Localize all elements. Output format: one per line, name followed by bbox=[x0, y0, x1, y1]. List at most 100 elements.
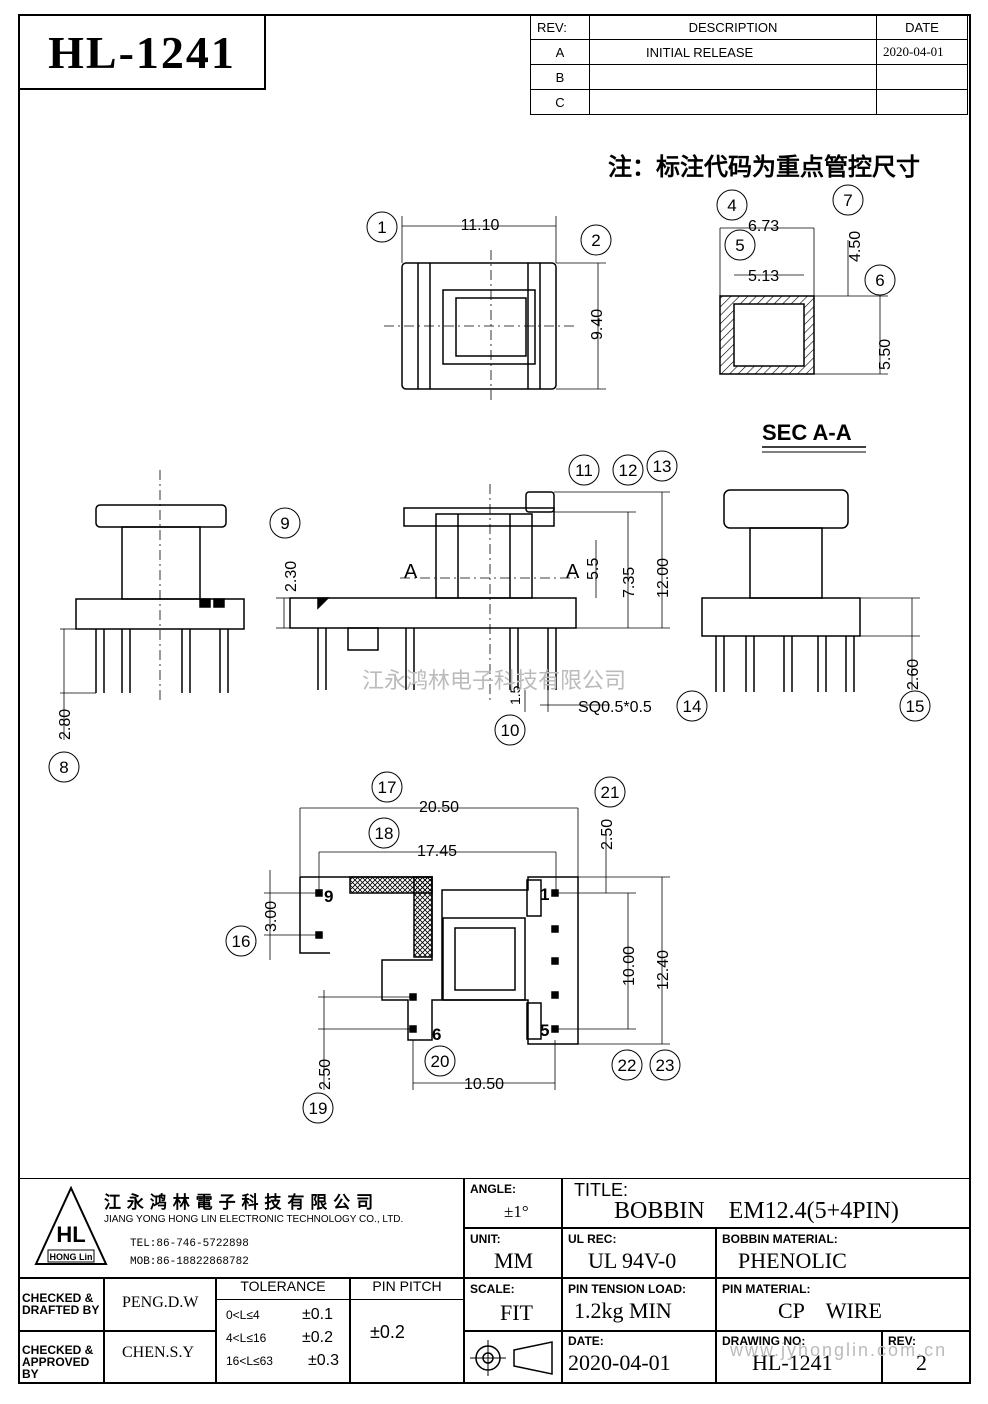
title-label: TITLE: bbox=[574, 1180, 629, 1200]
balloon-13 bbox=[646, 450, 678, 482]
balloon-text-4: 4 bbox=[727, 196, 736, 215]
dim-2-60: 2.60 bbox=[905, 659, 922, 690]
pin-label-9: 9 bbox=[324, 887, 333, 906]
pin-label-5: 5 bbox=[540, 1021, 549, 1040]
title-block: HL HONG Lin 江 永 鸿 林 電 子 科 技 有 限 公 司 JIAN… bbox=[18, 1178, 971, 1384]
balloon-text-5: 5 bbox=[735, 236, 744, 255]
top-view bbox=[384, 216, 606, 400]
bottom-view bbox=[264, 807, 670, 1090]
logo-mark: HL bbox=[56, 1222, 85, 1247]
side-view-left bbox=[60, 470, 245, 740]
control-note: 注：标注代码为重点管控尺寸 bbox=[608, 153, 920, 181]
ul-value: UL 94V-0 bbox=[588, 1248, 677, 1273]
balloon-5 bbox=[724, 229, 756, 261]
balloon-19 bbox=[302, 1092, 334, 1124]
pin-tension-label: PIN TENSION LOAD: bbox=[568, 1282, 687, 1296]
balloon-20 bbox=[424, 1045, 456, 1077]
dim-9-40: 9.40 bbox=[589, 309, 606, 340]
bobbin-material-cell bbox=[716, 1228, 971, 1278]
balloon-1 bbox=[366, 211, 398, 243]
dim-4-50: 4.50 bbox=[847, 231, 864, 262]
tolerance-value-2: ±0.2 bbox=[302, 1329, 334, 1346]
section-mark-right: A bbox=[566, 561, 580, 583]
balloon-8 bbox=[48, 751, 80, 783]
rev-value: 2 bbox=[916, 1350, 927, 1375]
balloon-text-20: 20 bbox=[431, 1052, 450, 1071]
balloon-text-18: 18 bbox=[375, 824, 394, 843]
pin-label-6: 6 bbox=[432, 1025, 441, 1044]
dim-2-50-bottom: 2.50 bbox=[317, 1059, 334, 1090]
date-value: 2020-04-01 bbox=[568, 1350, 671, 1375]
section-label: SEC A-A bbox=[762, 420, 852, 445]
tolerance-cell bbox=[216, 1278, 350, 1384]
rev-label: REV: bbox=[888, 1334, 917, 1348]
tolerance-range-2: 4<L≤16 bbox=[226, 1331, 267, 1345]
tolerance-range-3: 16<L≤63 bbox=[226, 1354, 273, 1368]
balloon-22 bbox=[611, 1049, 643, 1081]
rev-cell: C bbox=[530, 89, 590, 115]
company-tel: TEL:86-746-5722898 bbox=[130, 1238, 249, 1250]
balloon-17 bbox=[371, 771, 403, 803]
balloon-text-12: 12 bbox=[619, 461, 638, 480]
ul-label: UL REC: bbox=[568, 1232, 617, 1246]
ul-cell bbox=[562, 1228, 716, 1278]
balloon-12 bbox=[612, 454, 644, 486]
description-cell: INITIAL RELEASE bbox=[589, 39, 877, 65]
dim-1-5: 1.5 bbox=[507, 685, 523, 705]
pin-pitch-cell bbox=[350, 1278, 464, 1384]
projection-symbol-icon bbox=[470, 1340, 553, 1376]
dim-10-00: 10.00 bbox=[621, 946, 638, 986]
drawing-canvas: 11.10 9.40 6.73 5.13 4.50 5.50 SEC A-A 2… bbox=[48, 184, 931, 1124]
balloon-7 bbox=[832, 184, 864, 216]
balloon-11 bbox=[568, 454, 600, 486]
logo-subtitle: HONG Lin bbox=[50, 1252, 93, 1262]
balloon-text-13: 13 bbox=[653, 457, 672, 476]
pin-material-label: PIN MATERIAL: bbox=[722, 1282, 811, 1296]
angle-value: ±1° bbox=[504, 1202, 529, 1221]
dim-5-5: 5.5 bbox=[585, 558, 602, 580]
tolerance-value-3: ±0.3 bbox=[308, 1352, 340, 1369]
balloon-text-14: 14 bbox=[683, 697, 702, 716]
dim-17-45: 17.45 bbox=[417, 843, 457, 860]
drafted-value: PENG.D.W bbox=[122, 1294, 199, 1311]
side-view-right bbox=[701, 489, 920, 692]
balloon-text-10: 10 bbox=[501, 721, 520, 740]
drafted-label: CHECKED & DRAFTED BY bbox=[22, 1291, 100, 1317]
unit-cell bbox=[464, 1228, 562, 1278]
approved-value: CHEN.S.Y bbox=[122, 1344, 195, 1361]
balloon-text-17: 17 bbox=[378, 778, 397, 797]
balloon-23 bbox=[649, 1049, 681, 1081]
pin-material-cell bbox=[716, 1278, 971, 1331]
dim-5-13: 5.13 bbox=[748, 268, 779, 285]
scale-cell bbox=[464, 1278, 562, 1331]
dim-5-50: 5.50 bbox=[877, 339, 894, 370]
drawing-no-label: DRAWING NO: bbox=[722, 1334, 806, 1348]
balloon-text-16: 16 bbox=[232, 932, 251, 951]
balloon-text-15: 15 bbox=[906, 697, 925, 716]
date-label: DATE: bbox=[568, 1334, 604, 1348]
company-logo: HL HONG Lin bbox=[34, 1186, 108, 1265]
pin-material-value: CP WIRE bbox=[778, 1298, 882, 1323]
date-cell bbox=[876, 64, 968, 90]
date-header: DATE bbox=[876, 14, 968, 40]
angle-cell bbox=[464, 1178, 562, 1228]
dim-2-80: 2.80 bbox=[57, 709, 74, 740]
title-value: BOBBIN EM12.4(5+4PIN) bbox=[614, 1198, 899, 1224]
section-view bbox=[719, 227, 888, 375]
bobbin-material-value: PHENOLIC bbox=[738, 1248, 847, 1273]
description-cell bbox=[589, 89, 877, 115]
pin-pitch-label: PIN PITCH bbox=[350, 1278, 464, 1300]
title-cell bbox=[562, 1178, 971, 1228]
tolerance-label: TOLERANCE bbox=[216, 1278, 350, 1300]
dim-7-35: 7.35 bbox=[621, 567, 638, 598]
company-name-cn: 江 永 鸿 林 電 子 科 技 有 限 公 司 bbox=[104, 1193, 374, 1213]
balloon-text-23: 23 bbox=[656, 1056, 675, 1075]
approved-value-cell bbox=[104, 1331, 216, 1384]
drafted-value-cell bbox=[104, 1278, 216, 1331]
company-name-en: JIANG YONG HONG LIN ELECTRONIC TECHNOLOG… bbox=[104, 1214, 404, 1225]
pin-label-1: 1 bbox=[540, 885, 549, 904]
unit-value: MM bbox=[494, 1248, 534, 1273]
unit-label: UNIT: bbox=[470, 1232, 501, 1246]
balloon-9 bbox=[269, 507, 301, 539]
dim-10-50: 10.50 bbox=[464, 1076, 504, 1093]
